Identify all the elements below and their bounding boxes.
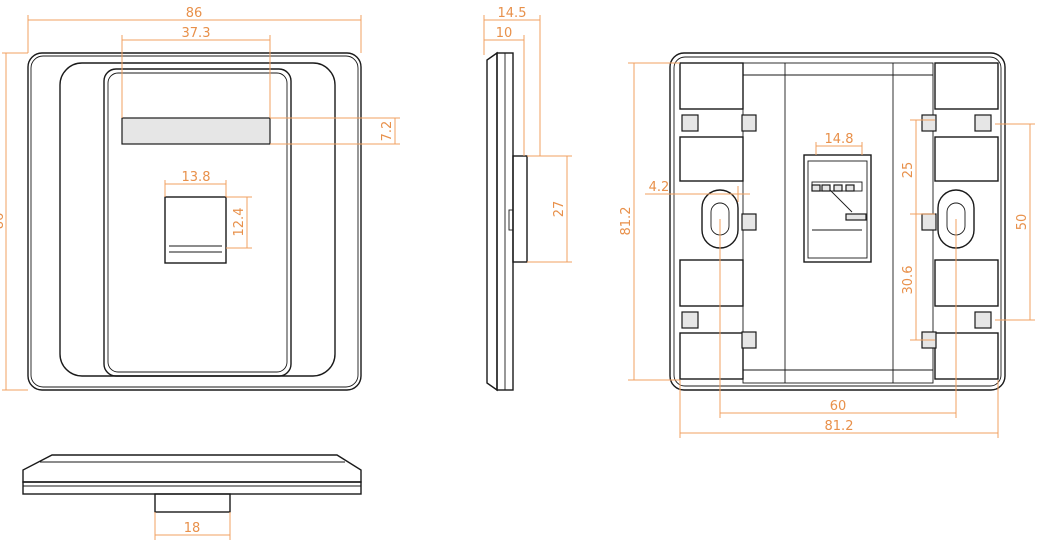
label-window	[121, 117, 271, 145]
side-module-dim: 27	[552, 201, 567, 218]
side-depth-dim: 14.5	[498, 6, 527, 21]
bottom-module-dim: 18	[184, 521, 201, 536]
bottom-view: 18	[22, 454, 362, 540]
port-height-dim: 12.4	[232, 208, 247, 237]
front-height-dim: 86	[0, 213, 7, 230]
rear-module-dim: 14.8	[825, 132, 854, 147]
port-width-dim: 13.8	[182, 170, 211, 185]
front-view: 86 37.3 7.2 13.8 12.4 86	[0, 6, 400, 391]
vertical-spacing-dim: 50	[1015, 214, 1030, 231]
side-view: 14.5 10 27	[483, 6, 572, 392]
back-height-dim: 81.2	[619, 207, 634, 236]
side-plate-dim: 10	[496, 26, 513, 41]
upper-offset-dim: 25	[901, 162, 916, 179]
hole-spacing-dim: 60	[830, 399, 847, 414]
rj45-port	[164, 196, 227, 264]
back-width-dim: 81.2	[825, 419, 854, 434]
back-view: 14.8 4.2 81.2 25 30.6 50 60 81.2	[619, 52, 1035, 438]
lower-offset-dim: 30.6	[901, 266, 916, 295]
front-width-dim: 86	[186, 6, 203, 21]
slot-offset-dim: 4.2	[649, 180, 670, 195]
rear-module	[803, 154, 872, 263]
label-width-dim: 37.3	[182, 26, 211, 41]
label-height-dim: 7.2	[380, 121, 395, 142]
